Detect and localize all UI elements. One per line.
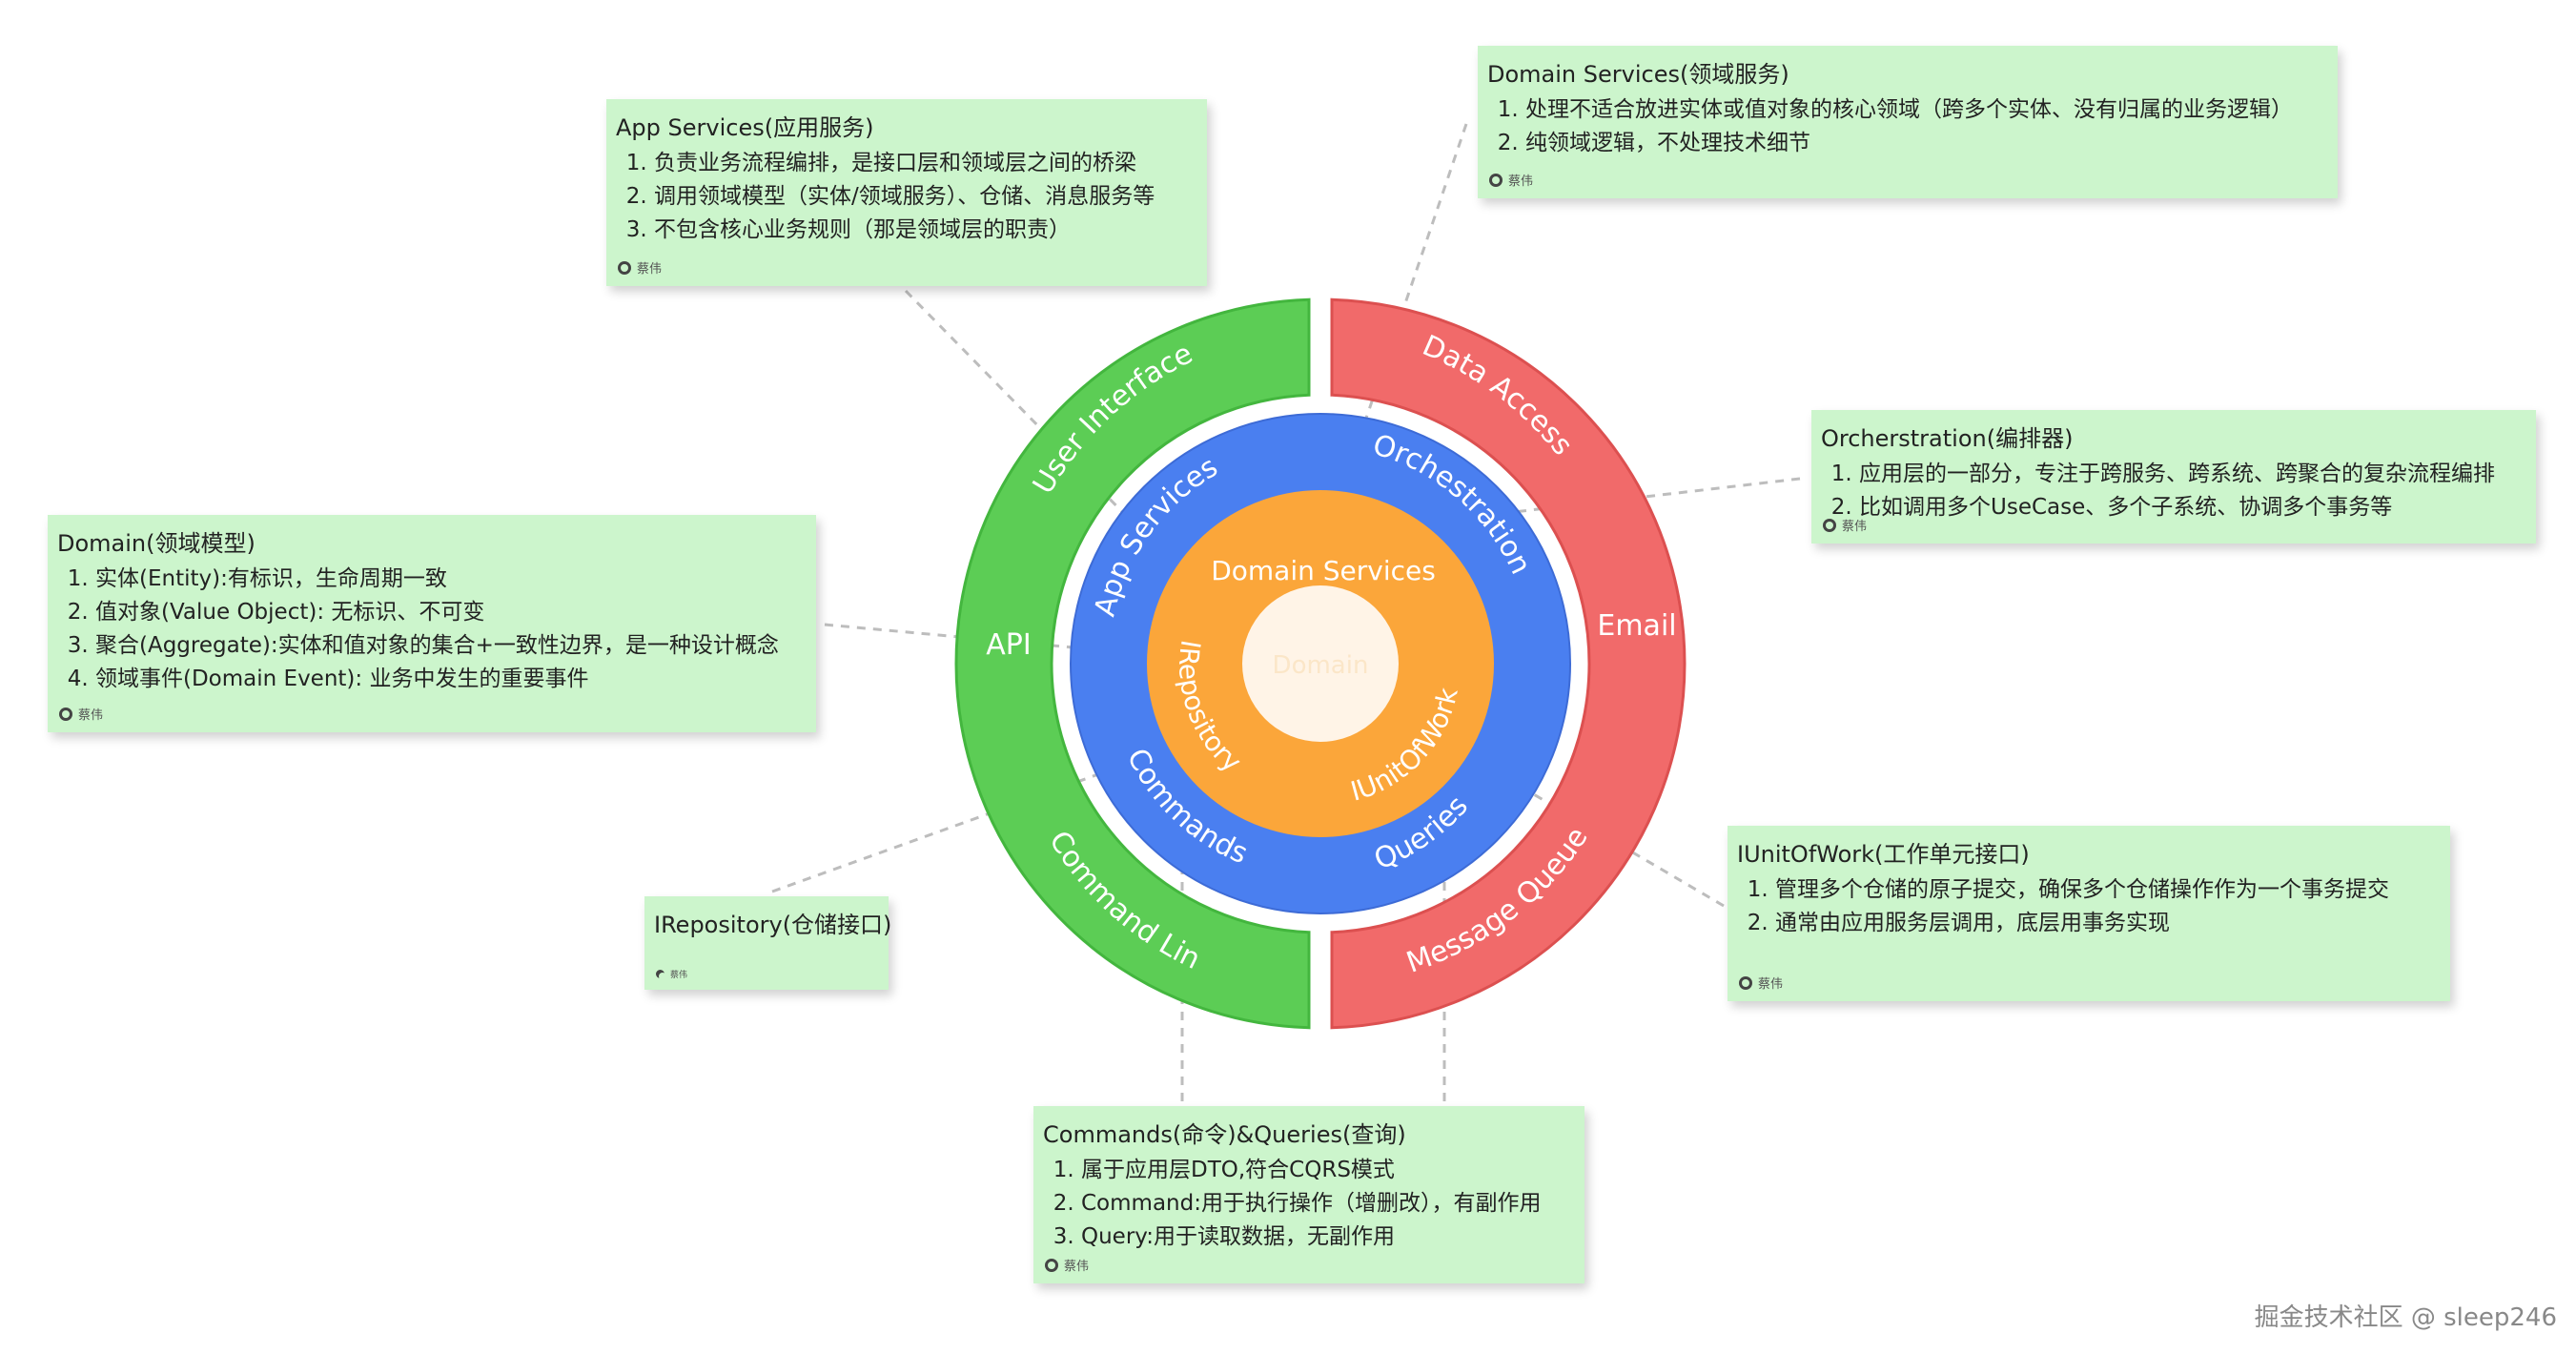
note-author: 蔡伟 <box>618 258 662 277</box>
author-name: 蔡伟 <box>78 708 104 723</box>
list-item: 不包含核心业务规则（那是领域层的职责） <box>654 214 1197 247</box>
note-author: 蔡伟 <box>1489 171 1533 189</box>
note-domain-services: Domain Services(领域服务) 处理不适合放进实体或值对象的核心领域… <box>1478 46 2338 198</box>
note-domain-title: Domain(领域模型) <box>57 530 256 557</box>
list-item: 调用领域模型（实体/领域服务）、仓储、消息服务等 <box>654 180 1197 214</box>
label-domain-core: Domain <box>1273 651 1369 680</box>
note-iunitofwork-title: IUnitOfWork(工作单元接口) <box>1737 841 2030 868</box>
note-orchestration-list: 应用层的一部分，专注于跨服务、跨系统、跨聚合的复杂流程编排 比如调用多个UseC… <box>1821 458 2526 524</box>
note-commands-queries: Commands(命令)&Queries(查询) 属于应用层DTO,符合CQRS… <box>1033 1106 1584 1283</box>
note-commands-queries-title: Commands(命令)&Queries(查询) <box>1043 1121 1406 1148</box>
note-irepository: IRepository(仓储接口) 蔡伟 <box>644 896 892 990</box>
note-author: 蔡伟 <box>1739 974 1783 992</box>
note-irepository-title: IRepository(仓储接口) <box>654 912 892 938</box>
note-iunitofwork-list: 管理多个仓储的原子提交，确保多个仓储操作作为一个事务提交 通常由应用服务层调用，… <box>1737 873 2441 940</box>
list-item: 聚合(Aggregate):实体和值对象的集合+一致性边界，是一种设计概念 <box>95 629 807 663</box>
outer-ring-left <box>954 297 1311 1030</box>
note-app-services: App Services(应用服务) 负责业务流程编排，是接口层和领域层之间的桥… <box>606 99 1207 286</box>
note-app-services-title: App Services(应用服务) <box>616 114 874 141</box>
label-domain-services: Domain Services <box>1211 555 1436 586</box>
list-item: 实体(Entity):有标识，生命周期一致 <box>95 563 807 596</box>
note-commands-queries-list: 属于应用层DTO,符合CQRS模式 Command:用于执行操作（增删改），有副… <box>1043 1154 1575 1254</box>
note-domain-services-title: Domain Services(领域服务) <box>1487 61 1789 88</box>
list-item: 比如调用多个UseCase、多个子系统、协调多个事务等 <box>1859 491 2526 524</box>
list-item: 纯领域逻辑，不处理技术细节 <box>1525 127 2328 160</box>
outer-ring-right <box>1330 297 1687 1030</box>
note-author: 蔡伟 <box>59 705 103 723</box>
note-app-services-list: 负责业务流程编排，是接口层和领域层之间的桥梁 调用领域模型（实体/领域服务）、仓… <box>616 147 1197 247</box>
author-avatar-icon <box>1823 518 1836 532</box>
connector-iunitofwork <box>1428 732 1725 908</box>
note-domain-list: 实体(Entity):有标识，生命周期一致 值对象(Value Object):… <box>57 563 807 696</box>
author-avatar-icon <box>656 970 666 980</box>
author-name: 蔡伟 <box>670 971 688 980</box>
list-item: Command:用于执行操作（增删改），有副作用 <box>1081 1187 1575 1221</box>
list-item: Query:用于读取数据，无副作用 <box>1081 1221 1575 1254</box>
author-name: 蔡伟 <box>1508 174 1534 189</box>
author-avatar-icon <box>59 707 72 721</box>
list-item: 处理不适合放进实体或值对象的核心领域（跨多个实体、没有归属的业务逻辑） <box>1525 93 2328 127</box>
list-item: 值对象(Value Object): 无标识、不可变 <box>95 596 807 629</box>
list-item: 属于应用层DTO,符合CQRS模式 <box>1081 1154 1575 1187</box>
author-name: 蔡伟 <box>1758 977 1784 992</box>
list-item: 领域事件(Domain Event): 业务中发生的重要事件 <box>95 663 807 696</box>
note-iunitofwork: IUnitOfWork(工作单元接口) 管理多个仓储的原子提交，确保多个仓储操作… <box>1728 826 2450 1001</box>
note-domain: Domain(领域模型) 实体(Entity):有标识，生命周期一致 值对象(V… <box>48 515 816 732</box>
core-circle <box>1242 585 1399 742</box>
list-item: 应用层的一部分，专注于跨服务、跨系统、跨聚合的复杂流程编排 <box>1859 458 2526 491</box>
note-orchestration: Orcherstration(编排器) 应用层的一部分，专注于跨服务、跨系统、跨… <box>1811 410 2536 544</box>
author-avatar-icon <box>618 260 631 275</box>
author-name: 蔡伟 <box>637 262 663 277</box>
note-author: 蔡伟 <box>656 968 687 980</box>
author-name: 蔡伟 <box>1842 520 1868 534</box>
author-avatar-icon <box>1489 173 1503 187</box>
list-item: 负责业务流程编排，是接口层和领域层之间的桥梁 <box>654 147 1197 180</box>
author-name: 蔡伟 <box>1064 1260 1090 1274</box>
author-avatar-icon <box>1045 1258 1058 1272</box>
list-item: 通常由应用服务层调用，底层用事务实现 <box>1775 907 2441 940</box>
label-email: Email <box>1597 609 1676 643</box>
watermark: 掘金技术社区 @ sleep246 <box>2254 1303 2557 1332</box>
note-orchestration-title: Orcherstration(编排器) <box>1821 425 2074 452</box>
note-domain-services-list: 处理不适合放进实体或值对象的核心领域（跨多个实体、没有归属的业务逻辑） 纯领域逻… <box>1487 93 2328 160</box>
note-author: 蔡伟 <box>1823 516 1867 534</box>
list-item: 管理多个仓储的原子提交，确保多个仓储操作作为一个事务提交 <box>1775 873 2441 907</box>
author-avatar-icon <box>1739 975 1752 990</box>
label-api: API <box>986 628 1031 662</box>
note-author: 蔡伟 <box>1045 1256 1089 1274</box>
